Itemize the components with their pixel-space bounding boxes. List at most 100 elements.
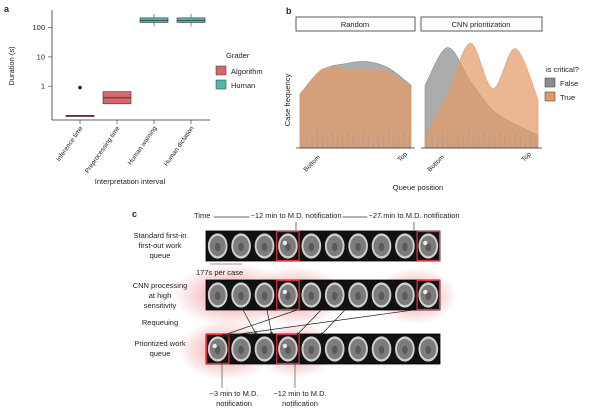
panel-a-label: a: [4, 4, 10, 14]
c-scan-ventricle: [308, 345, 315, 355]
c-scan-ventricle: [425, 242, 432, 252]
c-bottom-annotation-2: ~12 min to M.D.notification: [273, 389, 326, 408]
c-scan-ventricle: [285, 345, 291, 355]
c-scan-ventricle: [308, 242, 315, 252]
a-legend-swatch-human: [215, 79, 227, 90]
a-legend-swatch-algorithm: [215, 65, 227, 76]
c-hemorrhage-spot: [212, 343, 217, 349]
b-legend-title: is critical?: [546, 65, 579, 74]
c-scan-ventricle: [331, 345, 338, 355]
a-xtick-label: Human dictation: [163, 125, 196, 168]
b-density-true-random: [299, 66, 412, 149]
c-scan-ventricle: [238, 242, 244, 252]
c-scan-ventricle: [285, 291, 291, 301]
c-scan-ventricle: [402, 345, 408, 355]
c-scan-ventricle: [261, 291, 268, 301]
b-legend-swatch-true: [544, 91, 556, 102]
b-facet-label-random: Random: [341, 20, 369, 29]
c-scan-strips: [172, 230, 457, 380]
a-xtick-label: Preprocessing time: [84, 125, 122, 175]
c-scan-ventricle: [285, 242, 291, 252]
c-critical-highlight: [276, 279, 300, 311]
b-facet-strip-cnn: [420, 16, 543, 32]
b-facet-label-cnn: CNN prioritization: [452, 20, 511, 29]
c-time-arrowhead: [436, 214, 442, 220]
c-row-label-requeuing: Requeuing: [142, 318, 178, 327]
c-scan-ventricle: [238, 345, 244, 355]
a-ytick-label: 100: [32, 23, 45, 32]
a-xlabel: Interpretation interval: [95, 177, 166, 186]
c-scan-ventricle: [355, 291, 361, 301]
panel-b: b Random CNN prioritization Case frequen…: [283, 6, 579, 192]
c-scan-ventricle: [355, 345, 361, 355]
b-legend-label-false: False: [560, 79, 578, 88]
c-critical-highlight: [416, 279, 441, 311]
c-requeue-arrowhead: [221, 333, 225, 337]
c-critical-highlight: [416, 230, 441, 262]
c-requeue-arrow: [266, 309, 273, 337]
a-xtick-label: Human warning: [127, 125, 159, 167]
c-requeue-arrowhead: [269, 332, 273, 336]
c-scan-ventricle: [425, 291, 432, 301]
c-hemorrhage-spot: [423, 240, 428, 246]
c-scan-ventricle: [378, 291, 385, 301]
c-requeue-arrows: [220, 309, 414, 338]
a-outlier-point: [78, 85, 82, 90]
c-critical-highlight: [276, 230, 300, 262]
c-critical-highlight: [205, 333, 230, 365]
c-requeue-arrow: [295, 309, 322, 337]
c-scan-ventricle: [331, 242, 338, 252]
a-ytick-label: 1: [41, 82, 45, 91]
b-legend: is critical? False True: [544, 65, 579, 102]
a-legend-label-human: Human: [231, 81, 255, 90]
c-scan-ventricle: [355, 242, 361, 252]
a-legend-label-algorithm: Algorithm: [231, 67, 263, 76]
b-legend-label-true: True: [560, 93, 575, 102]
c-requeue-arrowhead: [320, 332, 324, 336]
c-scan-ventricle: [402, 291, 408, 301]
c-scan-ventricle: [214, 291, 221, 301]
c-scan-ventricle: [261, 345, 268, 355]
c-scan-ventricle: [214, 242, 221, 252]
c-requeue-arrowhead: [296, 332, 300, 336]
c-bottom-annotation-1: ~3 min to M.D.notification: [210, 389, 259, 408]
c-scan-ventricle: [378, 345, 385, 355]
a-legend-title: Grader: [226, 51, 250, 60]
b-xlabel: Queue position: [393, 183, 443, 192]
c-hemorrhage-spot: [282, 289, 288, 295]
c-hemorrhage-spot: [282, 343, 288, 349]
b-legend-swatch-false: [544, 77, 556, 88]
c-scan-ventricle: [331, 291, 338, 301]
panel-c: c Time ~12 min to M.D. notification ~27 …: [132, 209, 461, 408]
c-scan-ventricle: [402, 242, 408, 252]
c-critical-highlight: [276, 333, 300, 365]
b-density-true-cnn: [424, 42, 539, 149]
b-facet-strip-random: [295, 16, 416, 32]
a-boxes: [65, 13, 206, 117]
c-requeue-arrow: [224, 309, 414, 337]
panel-c-label: c: [132, 209, 137, 219]
c-scan-ventricle: [261, 242, 268, 252]
a-ylabel: Duration (s): [7, 46, 16, 86]
b-plots: [299, 42, 539, 149]
c-time-label: Time: [194, 211, 210, 220]
c-hemorrhage-spot: [423, 289, 428, 295]
c-requeue-arrowhead: [225, 333, 229, 338]
c-top-annotation-2: ~27 min to M.D. notification: [368, 211, 459, 220]
c-scan-ventricle: [214, 345, 221, 355]
panel-b-label: b: [286, 6, 292, 16]
c-scan-ventricle: [308, 291, 315, 301]
c-per-case-label: 177s per case: [196, 268, 243, 277]
b-ylabel: Case frequency: [283, 73, 292, 126]
b-xtick-top-cnn: Top: [520, 151, 533, 164]
a-xtick-label: Inference time: [55, 125, 85, 163]
c-scan-ventricle: [378, 242, 385, 252]
c-requeue-arrow: [242, 309, 258, 337]
